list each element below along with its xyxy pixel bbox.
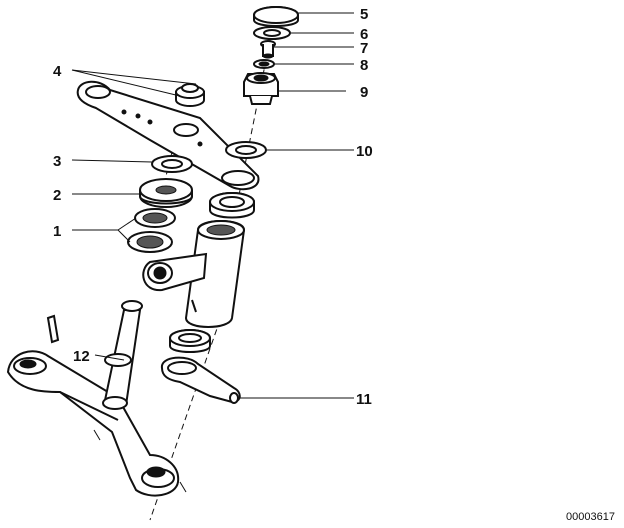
fitting-part-4	[175, 83, 205, 107]
lower-bearing-rings	[169, 329, 211, 353]
cap-part-5	[253, 6, 299, 27]
callout-7: 7	[360, 40, 368, 57]
spacer-part-2	[139, 178, 193, 208]
callout-9: 9	[360, 84, 368, 101]
lever-part-11	[161, 356, 241, 404]
callout-2: 2	[53, 187, 61, 204]
leader-lines	[71, 12, 354, 399]
callout-6: 6	[360, 26, 368, 43]
washer-part-3	[151, 155, 193, 173]
pin	[46, 314, 60, 344]
document-number: 00003617	[566, 511, 615, 523]
steering-stem	[102, 300, 143, 410]
callout-12: 12	[73, 348, 90, 365]
bearing-parts-1	[127, 208, 176, 253]
lower-fork-bridge	[6, 350, 187, 497]
head-tube	[142, 220, 246, 328]
callout-labels: 4 3 2 1 5 6 7 8 9 10 11 12	[53, 6, 373, 408]
callout-11: 11	[356, 391, 372, 408]
ring-part-8	[253, 59, 275, 69]
callout-10: 10	[356, 143, 373, 160]
bolt-part-7	[260, 40, 276, 59]
callout-3: 3	[53, 153, 61, 170]
callout-8: 8	[360, 57, 368, 74]
callout-4: 4	[53, 63, 62, 80]
upper-fork-bridge	[76, 80, 260, 191]
nut-part-9	[243, 72, 279, 105]
washer-part-6	[253, 26, 291, 40]
callout-5: 5	[360, 6, 368, 23]
callout-1: 1	[53, 223, 61, 240]
